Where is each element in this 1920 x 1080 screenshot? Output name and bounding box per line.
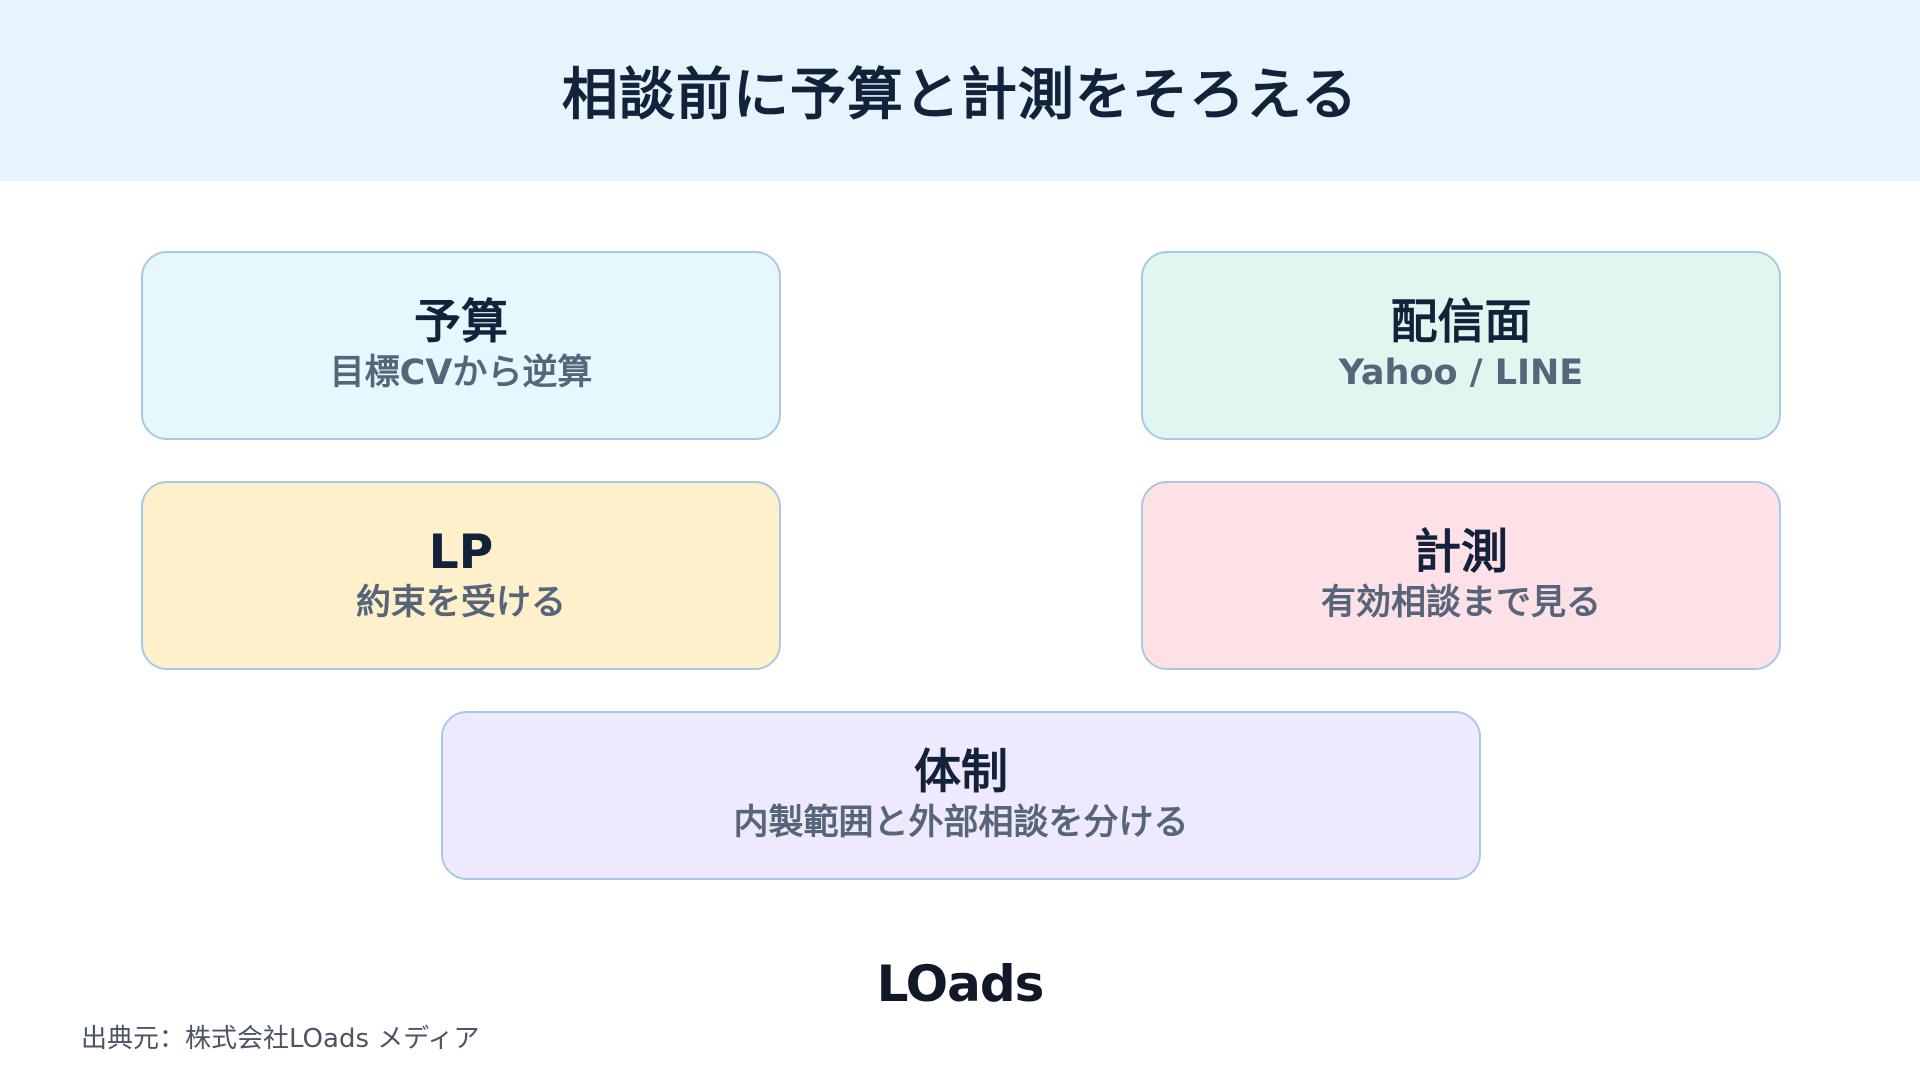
header-banner: 相談前に予算と計測をそろえる [0, 0, 1920, 181]
card-subtitle: 有効相談まで見る [1320, 582, 1601, 623]
card-lp: LP 約束を受ける [141, 481, 781, 670]
card-subtitle: 内製範囲と外部相談を分ける [733, 802, 1189, 843]
card-title: 配信面 [1390, 294, 1532, 350]
card-subtitle: 目標CVから逆算 [329, 352, 593, 393]
source-credit: 出典元：株式会社LOads メディア [81, 1024, 480, 1054]
card-title: LP [428, 524, 494, 580]
card-subtitle: 約束を受ける [355, 582, 566, 623]
card-measurement: 計測 有効相談まで見る [1141, 481, 1781, 670]
card-subtitle: Yahoo / LINE [1338, 352, 1584, 393]
card-title: 体制 [914, 744, 1008, 800]
card-channel: 配信面 Yahoo / LINE [1141, 251, 1781, 440]
card-title: 予算 [414, 294, 508, 350]
page-title: 相談前に予算と計測をそろえる [561, 63, 1359, 128]
card-team-structure: 体制 内製範囲と外部相談を分ける [441, 711, 1481, 880]
loads-logo: LOads [876, 955, 1045, 1013]
card-title: 計測 [1414, 524, 1508, 580]
card-budget: 予算 目標CVから逆算 [141, 251, 781, 440]
